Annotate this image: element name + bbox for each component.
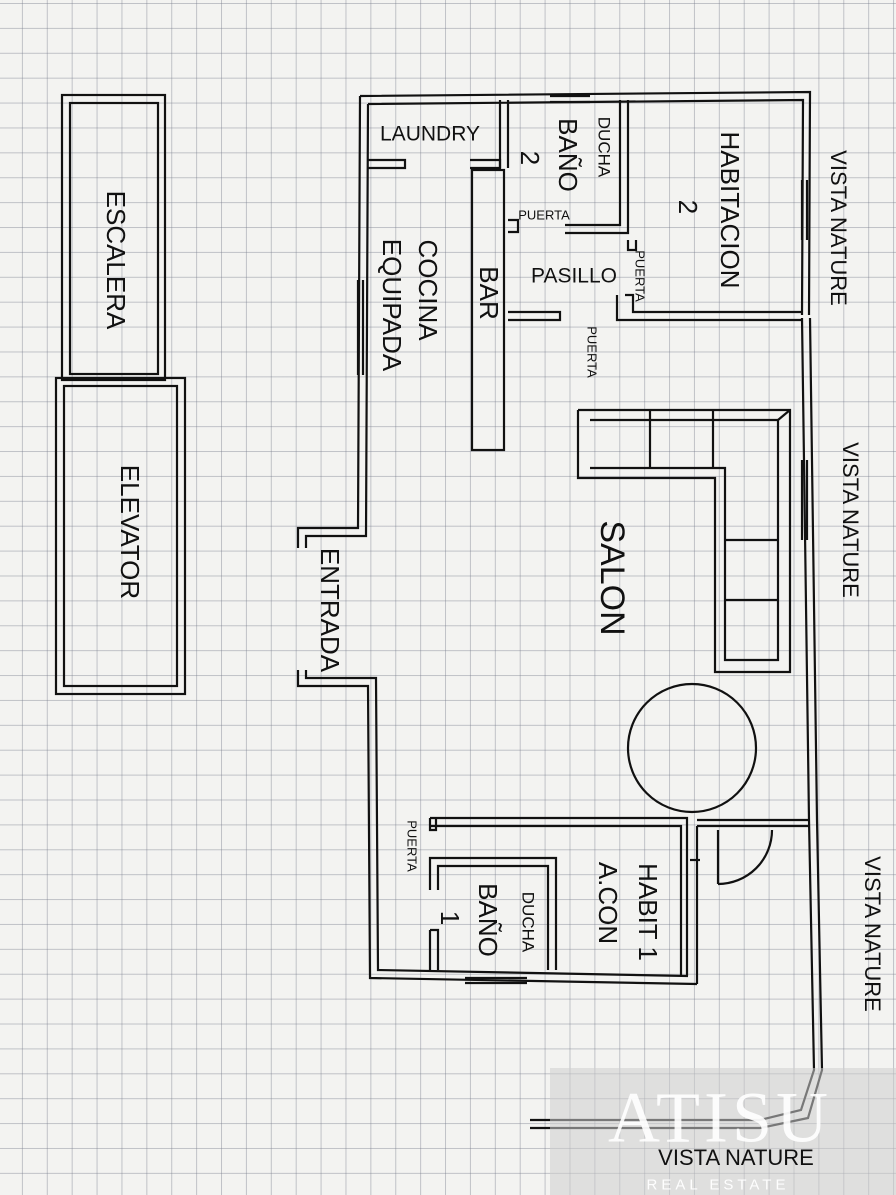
bar-label: BAR <box>474 266 504 320</box>
cocina-label-line1: COCINA <box>413 239 443 341</box>
escalera-label: ESCALERA <box>101 190 131 330</box>
watermark-tagline: REAL ESTATE <box>646 1176 790 1194</box>
entrada-label: ENTRADA <box>315 547 345 673</box>
habitacion2-label-line2: 2 <box>673 199 703 215</box>
watermark-subtitle: VISTA NATURE <box>658 1145 814 1170</box>
puerta-bano2-label: PUERTA <box>518 207 570 223</box>
bar-counter <box>470 168 506 452</box>
l-sofa <box>576 408 792 674</box>
vista-nature-label-1: VISTA NATURE <box>826 150 851 306</box>
round-table <box>626 682 758 814</box>
bano1-label-line1: BAÑO <box>473 883 503 957</box>
bano2-label-line2: 2 <box>515 150 545 166</box>
habit1-label-line2: A.CON <box>593 861 623 945</box>
watermark-panel <box>550 1068 896 1195</box>
bano2-label-line1: BAÑO <box>553 118 583 192</box>
cocina-label-line2: EQUIPADA <box>377 238 407 372</box>
bano1-walls <box>428 856 558 985</box>
laundry-label: LAUNDRY <box>380 122 480 146</box>
bano2-walls <box>508 94 630 235</box>
vista-nature-label-3: VISTA NATURE <box>860 856 885 1012</box>
vista-nature-label-2: VISTA NATURE <box>838 442 863 598</box>
pasillo-label: PASILLO <box>531 264 617 288</box>
escalera-shaft <box>60 93 167 382</box>
habitacion2-walls <box>508 240 803 322</box>
ducha1-label: DUCHA <box>518 891 538 953</box>
watermark-logo: ATISU <box>607 1077 833 1158</box>
bano1-label-line2: 1 <box>435 910 465 926</box>
puerta-pasillo-label: PUERTA <box>584 326 600 378</box>
door-swing <box>716 829 774 886</box>
salon-label: SALON <box>593 520 631 636</box>
elevator-label: ELEVATOR <box>115 464 145 600</box>
puerta-hab1-label: PUERTA <box>404 820 420 872</box>
laundry-walls <box>368 100 510 170</box>
habit1-label-line1: HABIT 1 <box>633 863 663 961</box>
habitacion2-label-line1: HABITACION <box>715 131 745 289</box>
puerta-hab2-label: PUERTA <box>632 250 648 302</box>
habit1-walls <box>428 816 809 984</box>
elevator-shaft <box>54 376 187 696</box>
ducha2-label: DUCHA <box>594 116 614 178</box>
